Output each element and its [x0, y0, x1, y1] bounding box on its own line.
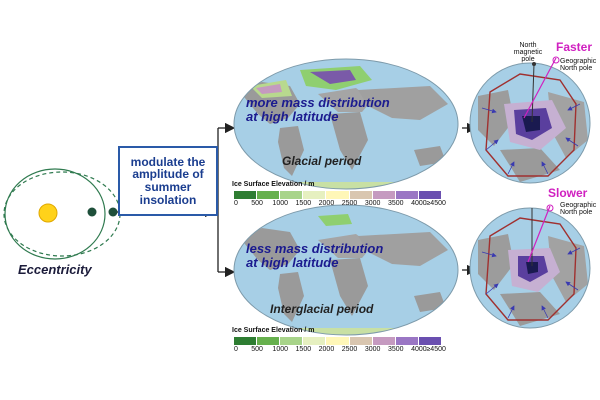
- legend-tick-label: 500: [251, 200, 263, 207]
- glacial-caption: more mass distribution at high latitude: [246, 96, 390, 123]
- legend-swatch: [257, 337, 281, 345]
- interglacial-caption-line1: less mass distribution: [246, 241, 384, 256]
- eccentricity-label: Eccentricity: [18, 262, 92, 277]
- legend-tick-label: 1000: [272, 200, 289, 207]
- interglacial-polar-globe: [469, 204, 591, 329]
- faster-label: Faster: [556, 40, 593, 54]
- legend-color-bar: [234, 337, 442, 345]
- north-magnetic-pole-label: North magnetic pole: [513, 42, 543, 63]
- earth-outer: [108, 207, 118, 217]
- legend-swatch: [395, 191, 419, 199]
- legend-bottom: Ice Surface Elevation / m 0 500 1000 1500 20…: [232, 327, 452, 357]
- legend-swatch: [349, 337, 373, 345]
- legend-swatch: [234, 337, 258, 345]
- legend-title: Ice Surface Elevation / m: [232, 327, 315, 334]
- legend-top: Ice Surface Elevation / m 0 500 1000 1500 20…: [232, 181, 452, 211]
- legend-tick-label: 4000: [411, 346, 427, 353]
- legend-swatch: [372, 191, 396, 199]
- legend-swatch: [418, 191, 442, 199]
- glacial-caption-line1: more mass distribution: [246, 95, 390, 110]
- legend-tick-label: 0: [234, 346, 238, 353]
- legend-swatch: [257, 191, 281, 199]
- legend-swatch: [326, 191, 350, 199]
- legend-tick-label: 2000: [318, 200, 335, 207]
- interglacial-caption: less mass distribution at high latitude: [246, 242, 383, 269]
- legend-swatch: [395, 337, 419, 345]
- legend-swatch: [418, 337, 442, 345]
- legend-tick-label: 2000: [318, 346, 335, 353]
- legend-tick-label: 2500: [341, 346, 358, 353]
- top-geographic-north-pole-label: Geographic North pole: [560, 58, 597, 72]
- bottom-geographic-north-pole-label: Geographic North pole: [560, 202, 597, 216]
- legend-swatch: [280, 337, 304, 345]
- legend-swatch: [372, 337, 396, 345]
- interglacial-world-map: [233, 204, 459, 336]
- legend-ticks: 0 500 1000 1500 2000 2500 3000 3500 4000≥4500: [234, 200, 446, 210]
- modulate-box: modulate the amplitude of summer insolat…: [118, 146, 218, 216]
- legend-swatch: [326, 337, 350, 345]
- legend-swatch: [349, 191, 373, 199]
- legend-tick-label: 1500: [295, 200, 312, 207]
- legend-color-bar: [234, 191, 442, 199]
- legend-swatch: [303, 337, 327, 345]
- legend-swatch: [234, 191, 258, 199]
- legend-swatch: [303, 191, 327, 199]
- legend-tick-label: 2500: [341, 200, 358, 207]
- orbit-ellipse: [3, 171, 121, 257]
- orbit-diagram: [3, 168, 121, 260]
- slower-label: Slower: [548, 186, 588, 200]
- legend-swatch: [280, 191, 304, 199]
- modulate-text: modulate the amplitude of summer insolat…: [130, 154, 206, 207]
- legend-tick-label: 3000: [364, 346, 381, 353]
- legend-tick-label: 1500: [295, 346, 312, 353]
- interglacial-caption-line2: at high latitude: [246, 254, 339, 270]
- legend-ticks: 0 500 1000 1500 2000 2500 3000 3500 4000≥4500: [234, 346, 446, 356]
- legend-tick-label: ≥4500: [426, 346, 446, 353]
- orbit-circle: [4, 168, 106, 260]
- legend-tick-label: 1000: [272, 346, 289, 353]
- legend-tick-label: 3000: [364, 200, 381, 207]
- legend-tick-label: ≥4500: [426, 200, 446, 207]
- legend-title: Ice Surface Elevation / m: [232, 181, 315, 188]
- sun: [38, 203, 58, 223]
- interglacial-period-label: Interglacial period: [270, 302, 374, 316]
- legend-tick-label: 4000: [411, 200, 427, 207]
- glacial-caption-line2: at high latitude: [246, 108, 339, 124]
- earth-inner: [87, 207, 97, 217]
- legend-tick-label: 500: [251, 346, 263, 353]
- glacial-polar-globe: [469, 56, 591, 184]
- glacial-world-map: [233, 58, 459, 190]
- legend-tick-label: 3500: [387, 200, 404, 207]
- legend-tick-label: 0: [234, 200, 238, 207]
- legend-tick-label: 3500: [387, 346, 404, 353]
- glacial-period-label: Glacial period: [282, 154, 362, 168]
